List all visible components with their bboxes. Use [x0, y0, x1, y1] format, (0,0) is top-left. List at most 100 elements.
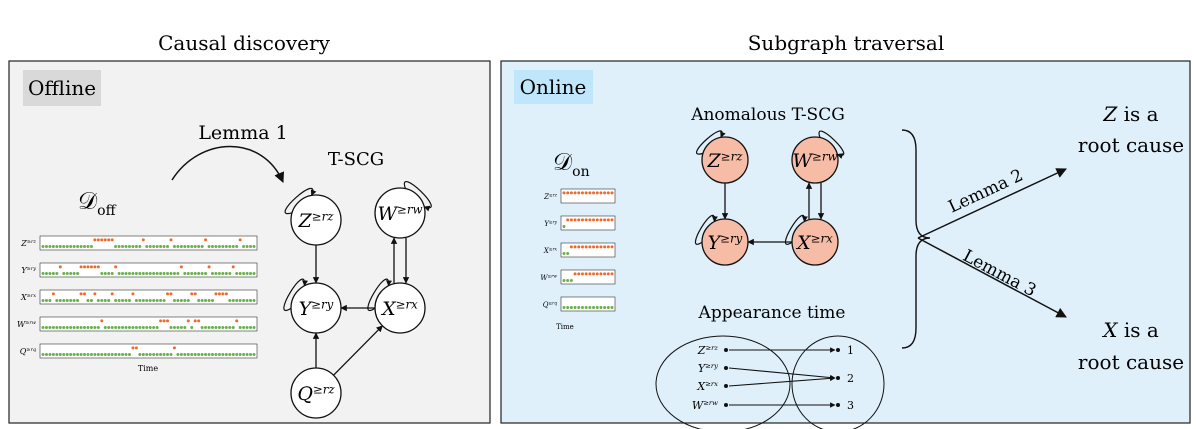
online-time-series: Z≥rzY≥ryX≥rxW≥rwQ≥rq [540, 188, 616, 312]
series-point [207, 326, 211, 329]
series-point [193, 245, 197, 248]
series-point [166, 353, 170, 356]
appearance-time-label: Appearance time [698, 303, 846, 323]
series-point [55, 326, 59, 329]
left-section-title: Causal discovery [158, 31, 330, 55]
series-point [121, 245, 125, 248]
series-point [610, 191, 614, 195]
series-point [221, 272, 225, 275]
series-point [86, 245, 90, 248]
series-point [577, 272, 581, 276]
series-point [584, 245, 588, 249]
series-point [193, 353, 197, 356]
series-point [169, 292, 173, 296]
series-row-label-Z: Z≥rz [543, 193, 558, 201]
series-point [155, 272, 159, 275]
appearance-dot [724, 348, 728, 352]
series-point [573, 245, 577, 249]
appearance-right-set [791, 335, 885, 429]
series-point [162, 272, 166, 275]
series-point [107, 238, 111, 242]
series-point [121, 299, 125, 302]
series-point [183, 353, 187, 356]
node-label-Z: Z≥rz [707, 149, 744, 172]
series-point [207, 245, 211, 248]
series-point [562, 279, 566, 282]
series-point [592, 306, 596, 309]
series-point [584, 218, 588, 222]
series-point [48, 299, 52, 302]
node-label-W: W≥rw [792, 149, 837, 172]
series-row-label-W: W≥rw [540, 274, 557, 282]
series-point [204, 238, 208, 242]
series-point [86, 326, 90, 329]
series-point [141, 272, 145, 275]
series-point [210, 272, 214, 275]
node-X [374, 282, 426, 334]
series-point [204, 326, 208, 329]
node-Z [290, 194, 342, 246]
series-point [580, 272, 584, 276]
appearance-dot [724, 403, 728, 407]
series-row-label-X: X≥rx [543, 247, 558, 255]
series-point [145, 353, 149, 356]
series-point [62, 299, 66, 302]
series-point [155, 245, 159, 248]
series-point [242, 326, 246, 329]
series-point [58, 299, 62, 302]
series-point [65, 272, 69, 275]
series-point [197, 245, 201, 248]
series-point [179, 299, 183, 302]
appearance-var-W: W≥rw [692, 399, 718, 412]
series-point [138, 326, 142, 329]
series-point [58, 353, 62, 356]
series-point [41, 272, 45, 275]
series-point [172, 245, 176, 248]
series-point [577, 191, 581, 195]
series-point [599, 191, 603, 195]
series-point [117, 299, 121, 302]
series-point [231, 299, 235, 302]
series-point [207, 265, 211, 269]
online-time-label: Time [556, 323, 574, 331]
series-point [110, 238, 114, 242]
series-point [131, 292, 135, 296]
series-point [69, 299, 73, 302]
series-point [584, 272, 588, 276]
series-point [89, 353, 93, 356]
appearance-left-set [655, 335, 791, 429]
series-point [86, 299, 90, 302]
series-point [603, 218, 607, 222]
series-point [131, 245, 135, 248]
series-point [562, 252, 566, 255]
series-point [100, 319, 104, 323]
series-point [55, 299, 59, 302]
series-point [103, 299, 107, 302]
series-point [155, 326, 159, 329]
series-point [51, 245, 55, 248]
series-point [231, 326, 235, 329]
series-point [238, 326, 242, 329]
series-point [224, 245, 228, 248]
self-loop-X [785, 214, 808, 245]
series-point [62, 245, 66, 248]
series-point [96, 353, 100, 356]
series-point [204, 299, 208, 302]
series-point [79, 292, 83, 296]
series-point [114, 299, 118, 302]
node-W [791, 136, 839, 184]
series-point [62, 326, 66, 329]
series-point [148, 272, 152, 275]
series-point [76, 326, 80, 329]
series-point [595, 272, 599, 276]
series-point [599, 245, 603, 249]
series-box-Y [39, 262, 258, 278]
series-point [252, 353, 256, 356]
series-point [159, 353, 163, 356]
series-row-label-Q: Q≥rq [20, 347, 36, 356]
series-point [580, 306, 584, 309]
series-point [573, 218, 577, 222]
series-point [197, 319, 201, 323]
series-point [159, 299, 163, 302]
